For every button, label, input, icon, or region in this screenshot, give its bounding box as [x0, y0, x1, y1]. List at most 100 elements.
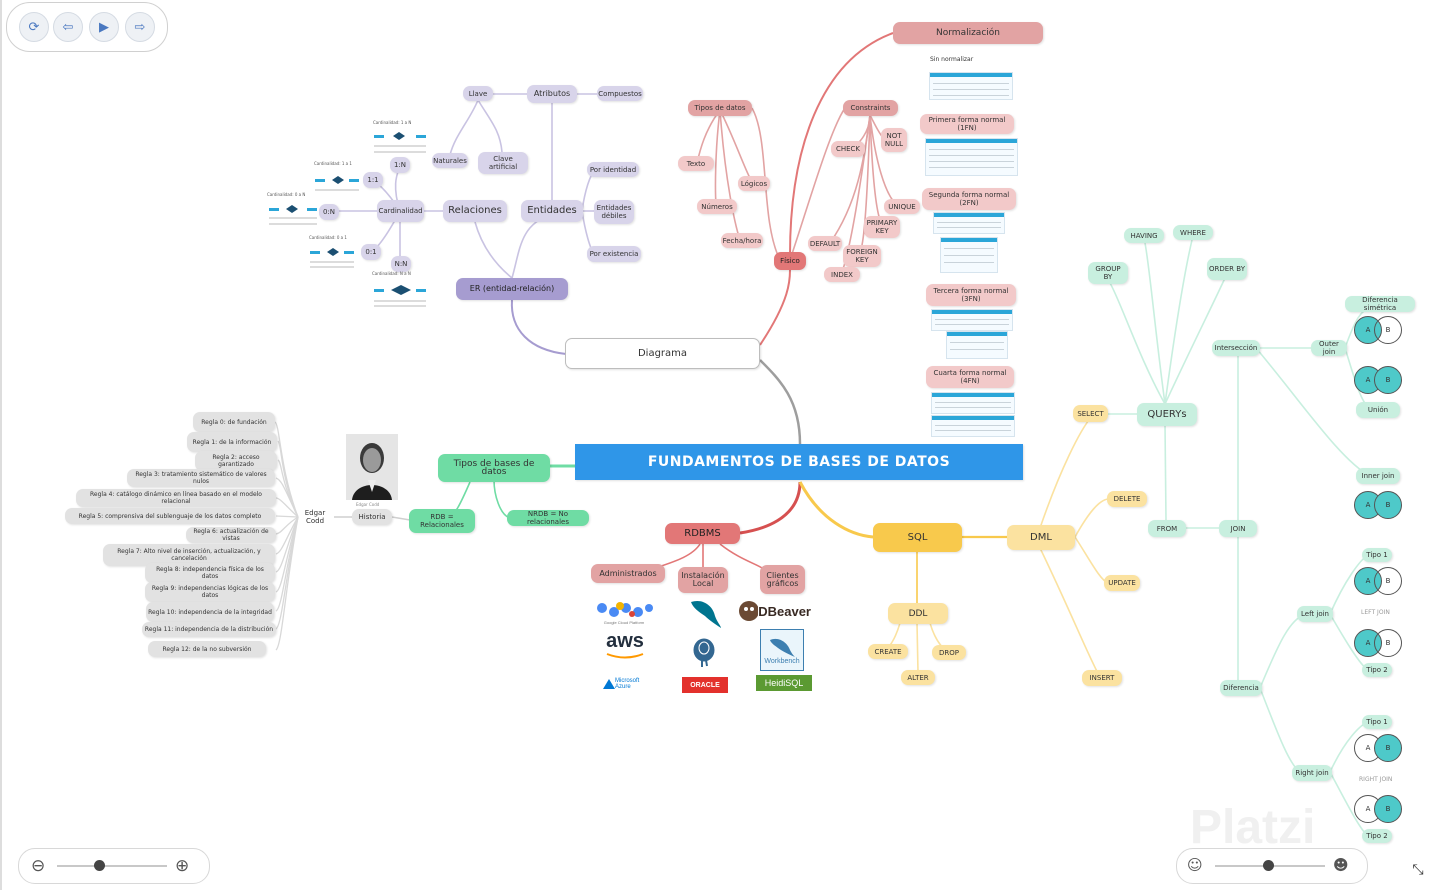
node-regla[interactable]: Regla 12: de la no subversión — [148, 641, 266, 657]
zoom-slider-track[interactable] — [57, 865, 167, 867]
node-llave[interactable]: Llave — [463, 86, 493, 101]
play-icon[interactable]: ▶ — [89, 12, 119, 42]
node-select[interactable]: SELECT — [1073, 405, 1108, 422]
node-naturales[interactable]: Naturales — [432, 153, 468, 168]
node-er[interactable]: ER (entidad-relación) — [456, 278, 568, 300]
node-group-by[interactable]: GROUP BY — [1088, 262, 1128, 284]
node-card-1n[interactable]: 1:N — [390, 157, 410, 173]
node-card-11[interactable]: 1:1 — [363, 172, 383, 188]
node-historia[interactable]: Historia — [352, 509, 392, 525]
node-texto[interactable]: Texto — [678, 156, 714, 171]
node-diferencia[interactable]: Diferencia — [1220, 680, 1262, 696]
central-topic[interactable]: FUNDAMENTOS DE BASES DE DATOS — [575, 444, 1023, 480]
node-inner-join[interactable]: Inner join — [1356, 468, 1400, 484]
node-left-tipo1[interactable]: Tipo 1 — [1362, 548, 1392, 562]
node-instalacion-local[interactable]: Instalación Local — [678, 567, 728, 593]
node-diagrama[interactable]: Diagrama — [565, 338, 760, 369]
node-regla[interactable]: Regla 10: independencia de la integridad — [146, 602, 274, 622]
node-fisico[interactable]: Físico — [774, 252, 806, 270]
node-normalizacion[interactable]: Normalización — [893, 22, 1043, 44]
node-entidades-debiles[interactable]: Entidades débiles — [594, 200, 634, 224]
node-administrados[interactable]: Administrados — [591, 564, 665, 583]
node-regla[interactable]: Regla 5: comprensiva del sublenguaje de … — [65, 508, 275, 524]
arrow-left-icon[interactable]: ⇦ — [53, 12, 83, 42]
node-ddl[interactable]: DDL — [888, 603, 948, 624]
node-create[interactable]: CREATE — [868, 644, 908, 659]
node-diferencia-simetrica[interactable]: Diferencia simétrica — [1345, 296, 1415, 312]
node-right-tipo2[interactable]: Tipo 2 — [1362, 829, 1392, 843]
node-2fn[interactable]: Segunda forma normal (2FN) — [922, 188, 1016, 210]
node-unique[interactable]: UNIQUE — [884, 199, 920, 214]
node-por-existencia[interactable]: Por existencia — [587, 246, 641, 262]
node-from[interactable]: FROM — [1148, 520, 1186, 537]
node-regla[interactable]: Regla 1: de la información — [187, 432, 277, 452]
node-querys[interactable]: QUERYs — [1137, 403, 1197, 426]
node-index[interactable]: INDEX — [824, 267, 860, 282]
node-compuestos[interactable]: Compuestos — [597, 86, 643, 101]
zoom-out-icon[interactable]: ⊖ — [31, 856, 46, 876]
refresh-icon[interactable]: ⟳ — [19, 12, 49, 42]
node-card-0n[interactable]: 0:N — [319, 204, 339, 220]
node-regla[interactable]: Regla 2: acceso garantizado — [195, 451, 277, 471]
node-delete[interactable]: DELETE — [1107, 491, 1147, 507]
group-icon[interactable]: ☻ — [1333, 856, 1349, 874]
node-order-by[interactable]: ORDER BY — [1207, 258, 1247, 280]
node-logicos[interactable]: Lógicos — [738, 176, 770, 191]
node-where[interactable]: WHERE — [1173, 225, 1213, 240]
node-regla[interactable]: Regla 4: catálogo dinámico en línea basa… — [76, 489, 276, 507]
node-tipos-datos[interactable]: Tipos de datos — [688, 100, 752, 116]
node-4fn[interactable]: Cuarta forma normal (4FN) — [926, 366, 1014, 388]
node-drop[interactable]: DROP — [932, 645, 966, 660]
node-having[interactable]: HAVING — [1124, 228, 1164, 243]
node-3fn[interactable]: Tercera forma normal (3FN) — [926, 284, 1016, 306]
node-outer-join[interactable]: Outer join — [1311, 340, 1347, 356]
node-atributos[interactable]: Atributos — [527, 85, 577, 103]
node-tipos-bd[interactable]: Tipos de bases de datos — [438, 454, 550, 482]
node-entidades[interactable]: Entidades — [521, 200, 583, 222]
arrow-right-icon[interactable]: ⇨ — [125, 12, 155, 42]
node-clientes-graficos[interactable]: Clientes gráficos — [760, 565, 805, 594]
node-fecha-hora[interactable]: Fecha/hora — [721, 233, 763, 248]
node-regla[interactable]: Regla 9: independencias lógicas de los d… — [145, 582, 275, 602]
node-rdbms[interactable]: RDBMS — [665, 523, 740, 544]
node-regla[interactable]: Regla 6: actualización de vistas — [186, 527, 276, 543]
node-join[interactable]: JOIN — [1219, 520, 1257, 537]
node-regla[interactable]: Regla 3: tratamiento sistemático de valo… — [127, 469, 275, 487]
node-constraints[interactable]: Constraints — [843, 100, 898, 116]
node-primary-key[interactable]: PRIMARY KEY — [864, 216, 900, 238]
node-clave-artificial[interactable]: Clave artificial — [478, 152, 528, 174]
node-card-01[interactable]: 0:1 — [361, 244, 381, 260]
node-rdb[interactable]: RDB = Relacionales — [409, 509, 475, 533]
node-card-nn[interactable]: N:N — [391, 256, 411, 272]
node-default[interactable]: DEFAULT — [808, 236, 842, 251]
node-edgar-codd[interactable]: Edgar Codd — [295, 509, 335, 525]
zoom-in-icon[interactable]: ⊕ — [175, 856, 190, 876]
node-regla[interactable]: Regla 8: independencia física de los dat… — [145, 563, 275, 583]
node-cardinalidad[interactable]: Cardinalidad — [377, 200, 424, 222]
node-por-identidad[interactable]: Por identidad — [587, 162, 639, 177]
node-union[interactable]: Unión — [1356, 402, 1400, 418]
node-regla[interactable]: Regla 11: independencia de la distribuci… — [142, 622, 276, 637]
node-numeros[interactable]: Números — [697, 199, 737, 214]
node-left-join[interactable]: Left join — [1297, 606, 1333, 622]
node-regla[interactable]: Regla 7: Alto nivel de inserción, actual… — [103, 544, 275, 566]
node-sql[interactable]: SQL — [873, 523, 962, 552]
collapse-icon[interactable]: ⤡ — [1412, 862, 1424, 878]
node-update[interactable]: UPDATE — [1104, 575, 1140, 591]
node-interseccion[interactable]: Intersección — [1212, 340, 1260, 356]
person-icon[interactable]: ☺ — [1187, 856, 1203, 874]
node-nrdb[interactable]: NRDB = No relacionales — [507, 510, 589, 526]
node-foreign-key[interactable]: FOREIGN KEY — [843, 245, 881, 267]
node-insert[interactable]: INSERT — [1082, 670, 1122, 686]
zoom-slider-handle[interactable] — [94, 860, 105, 871]
level-slider-handle[interactable] — [1263, 860, 1274, 871]
node-alter[interactable]: ALTER — [901, 670, 935, 685]
node-regla[interactable]: Regla 0: de fundación — [193, 412, 275, 432]
node-check[interactable]: CHECK — [831, 141, 865, 157]
node-left-tipo2[interactable]: Tipo 2 — [1362, 663, 1392, 677]
node-right-join[interactable]: Right join — [1292, 765, 1332, 781]
node-dml[interactable]: DML — [1007, 525, 1075, 550]
node-1fn[interactable]: Primera forma normal (1FN) — [920, 114, 1014, 134]
node-relaciones[interactable]: Relaciones — [443, 200, 507, 222]
node-right-tipo1[interactable]: Tipo 1 — [1362, 715, 1392, 729]
